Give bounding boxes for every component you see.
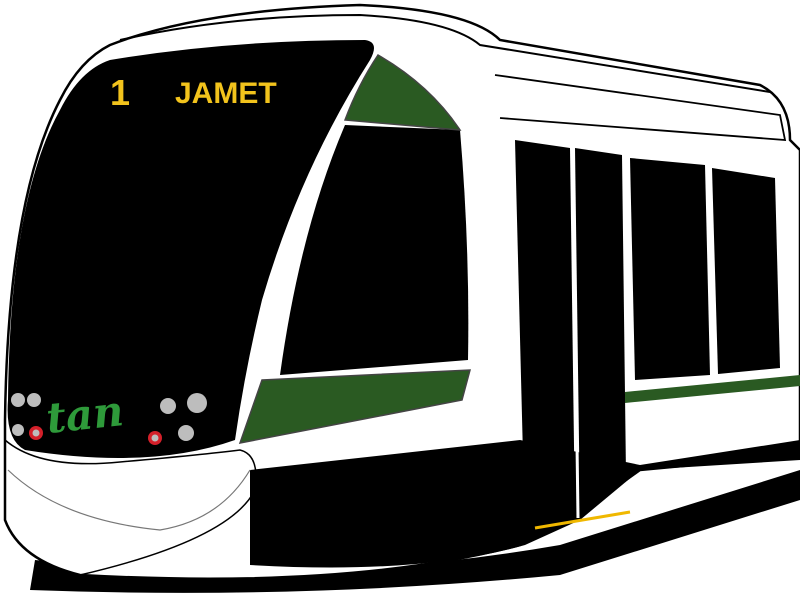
green-stripe — [625, 375, 800, 403]
tan-logo-icon: tan — [44, 386, 126, 443]
roof-line — [119, 13, 771, 93]
headlight-icon — [11, 393, 25, 407]
tail-light-center — [151, 434, 159, 442]
side-window-front — [280, 125, 469, 375]
green-panel-upper — [343, 53, 462, 131]
front-windscreen — [7, 40, 374, 458]
tail-light-center — [32, 429, 40, 437]
front-bumper-inner — [7, 469, 251, 531]
headlight-icon — [27, 393, 41, 407]
front-bumper — [4, 439, 257, 576]
headlight-icon — [12, 424, 24, 436]
headlight-icon — [160, 398, 176, 414]
ground-shadow — [30, 470, 800, 593]
destination-text: JAMET — [175, 77, 277, 110]
headlight-icon — [178, 425, 194, 441]
door-right — [575, 148, 626, 515]
headlight-icon — [187, 393, 207, 413]
door-left — [515, 140, 575, 535]
green-panel-lower — [238, 369, 471, 444]
roof-edge — [494, 74, 787, 141]
door-step-light — [534, 510, 631, 530]
side-window-rear-1 — [630, 158, 710, 380]
side-window-rear-2 — [712, 168, 780, 374]
door-seam — [571, 147, 580, 519]
line-number: 1 — [110, 72, 130, 113]
